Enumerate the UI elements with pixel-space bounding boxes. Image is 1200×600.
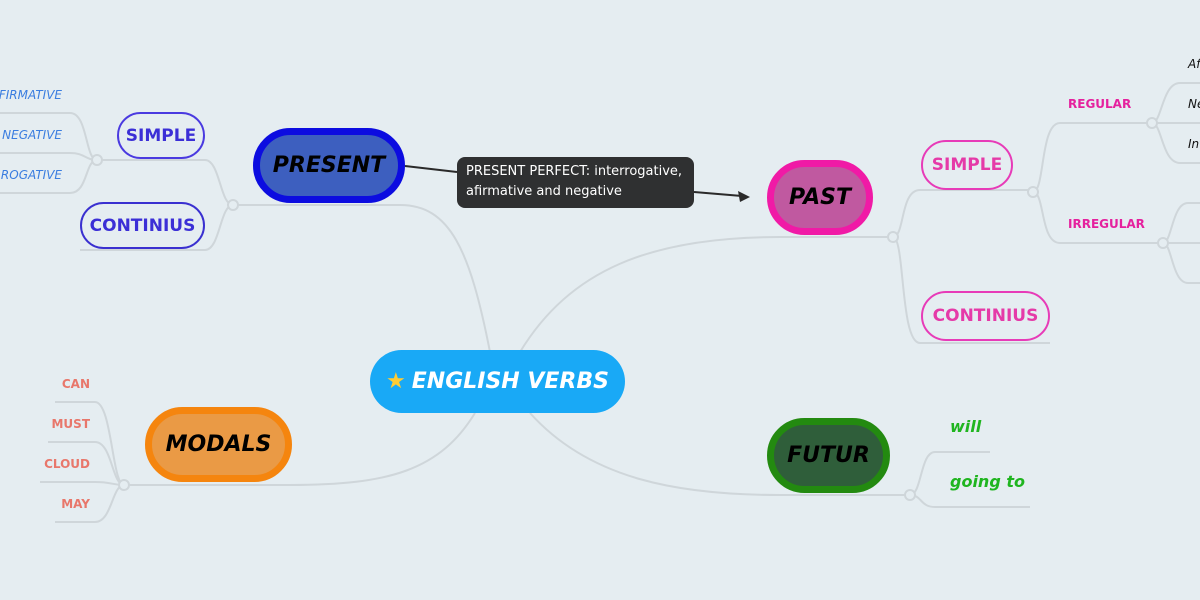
topic-futur-label: FUTUR	[787, 443, 870, 468]
link-simple-leaf-2	[0, 152, 98, 161]
past-simple-label: SIMPLE	[931, 155, 1003, 175]
past-continius-label: CONTINIUS	[932, 306, 1039, 326]
topic-futur[interactable]: FUTUR	[767, 418, 890, 493]
link-center-futur	[529, 412, 910, 496]
link-present-simple	[97, 159, 234, 206]
past-continius[interactable]: CONTINIUS	[921, 291, 1050, 341]
present-simple-leaf[interactable]: RROGATIVE	[0, 168, 62, 182]
link-futur-leaf-2	[909, 494, 1030, 508]
futur-leaf-going-to[interactable]: going to	[950, 472, 1025, 491]
arrow-head-icon	[738, 191, 750, 202]
modals-leaf[interactable]: CLOUD	[44, 457, 90, 471]
branch-dot	[1157, 237, 1169, 249]
link-irregular-leaf-3	[1162, 242, 1200, 284]
modals-leaf[interactable]: CAN	[61, 377, 90, 391]
regular-leaf[interactable]: Ne	[1188, 97, 1200, 111]
link-modals-leaf-3	[40, 481, 125, 486]
past-irregular[interactable]: IRREGULAR	[1068, 217, 1145, 231]
link-center-modals	[124, 412, 476, 486]
link-center-past	[519, 236, 893, 353]
callout-present-perfect[interactable]: PRESENT PERFECT: interrogative, afirmati…	[457, 157, 694, 208]
present-continius-label: CONTINIUS	[89, 215, 196, 236]
futur-leaf-will[interactable]: will	[950, 417, 982, 436]
present-simple-leaf[interactable]: NEGATIVE	[2, 128, 62, 142]
branch-dot	[887, 231, 899, 243]
past-regular[interactable]: REGULAR	[1068, 97, 1132, 111]
link-irregular-leaf-1	[1162, 202, 1200, 244]
branch-dot	[904, 489, 916, 501]
present-simple-leaf[interactable]: FIRMATIVE	[0, 88, 62, 102]
central-label: ENGLISH VERBS	[411, 369, 609, 394]
topic-past-label: PAST	[789, 185, 851, 210]
link-center-present	[233, 204, 491, 353]
topic-past[interactable]: PAST	[767, 160, 873, 235]
branch-dot	[1027, 186, 1039, 198]
modals-leaf[interactable]: MAY	[61, 497, 90, 511]
regular-leaf[interactable]: Int	[1188, 137, 1200, 151]
topic-modals-label: MODALS	[165, 432, 272, 457]
topic-present-label: PRESENT	[272, 153, 386, 178]
present-continius[interactable]: CONTINIUS	[80, 202, 205, 249]
star-icon: ★	[386, 369, 406, 394]
branch-dot	[91, 154, 103, 166]
present-simple-label: SIMPLE	[125, 125, 197, 146]
modals-leaf[interactable]: MUST	[51, 417, 90, 431]
topic-modals[interactable]: MODALS	[145, 407, 292, 482]
branch-dot	[118, 479, 130, 491]
callout-arrow-line	[693, 191, 743, 197]
past-simple[interactable]: SIMPLE	[921, 140, 1013, 190]
branch-dot	[1146, 117, 1158, 129]
topic-present[interactable]: PRESENT	[253, 128, 405, 203]
central-topic[interactable]: ★ ENGLISH VERBS	[370, 350, 625, 413]
branch-dot	[227, 199, 239, 211]
link-past-continius	[892, 236, 1050, 344]
present-simple[interactable]: SIMPLE	[117, 112, 205, 159]
link-past-simple	[892, 189, 1033, 238]
regular-leaf[interactable]: Af	[1188, 57, 1200, 71]
callout-link-in	[404, 165, 458, 173]
link-simple-regular	[1032, 122, 1152, 193]
